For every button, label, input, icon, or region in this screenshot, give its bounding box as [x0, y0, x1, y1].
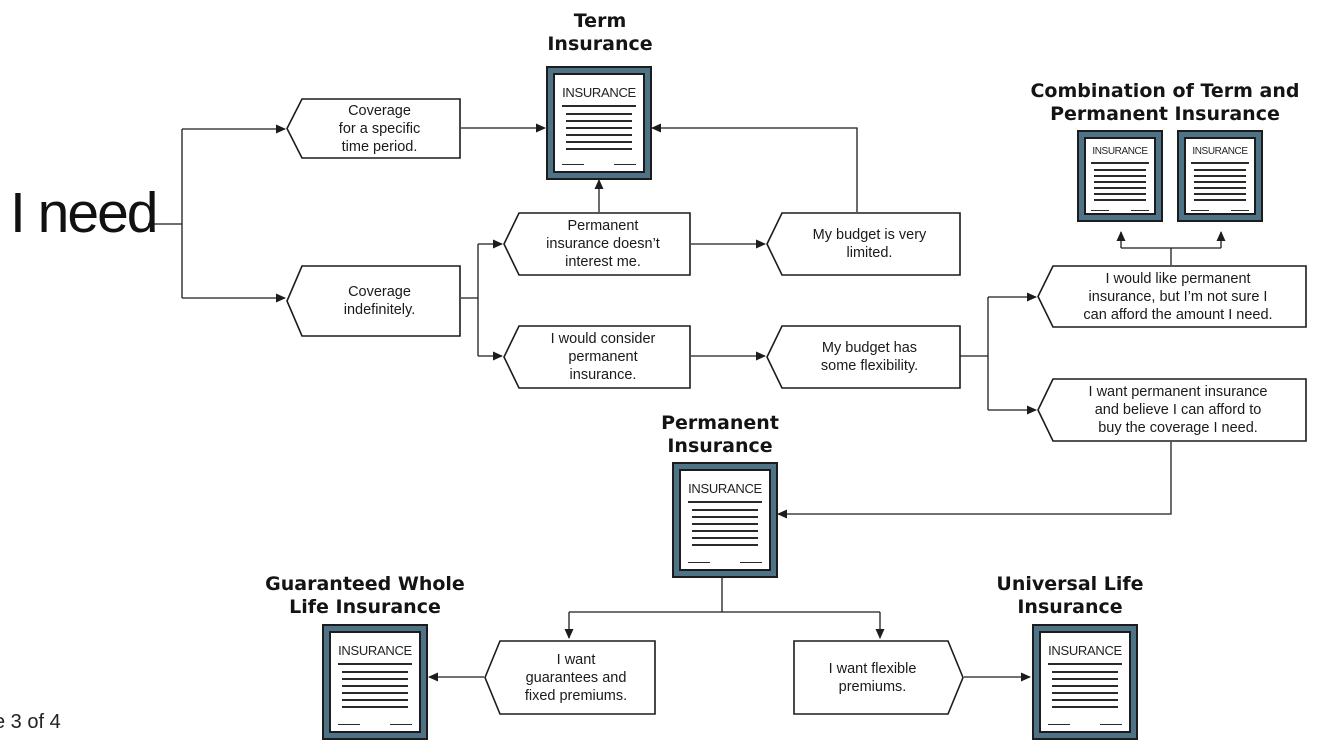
- box-text: My budget has some flexibility.: [820, 340, 919, 374]
- document-label: INSURANCE: [688, 481, 762, 496]
- combination-permanent-document: INSURANCE: [1177, 130, 1263, 222]
- box-text: I would consider permanent insurance.: [550, 331, 656, 383]
- box-text: My budget is very limited.: [812, 227, 927, 261]
- heading-permanent-insurance: Permanent Insurance: [661, 412, 779, 457]
- document-label: INSURANCE: [1092, 146, 1148, 157]
- box-text: I want guarantees and fixed premiums.: [524, 651, 628, 704]
- document-label: INSURANCE: [1048, 643, 1122, 658]
- box-can-afford: I want permanent insurance and believe I…: [1037, 378, 1307, 442]
- box-guarantees-fixed-premiums: I want guarantees and fixed premiums.: [484, 640, 656, 715]
- heading-universal-life-insurance: Universal Life Insurance: [996, 573, 1144, 618]
- start-label: I need: [10, 181, 158, 245]
- box-text: I want permanent insurance and believe I…: [1088, 384, 1268, 436]
- page-number: e 3 of 4: [0, 711, 61, 733]
- document-label: INSURANCE: [338, 643, 412, 658]
- box-budget-flexible: My budget has some flexibility.: [766, 325, 961, 389]
- whole-life-insurance-document: INSURANCE: [322, 624, 428, 740]
- box-consider-permanent: I would consider permanent insurance.: [503, 325, 691, 389]
- combination-term-document: INSURANCE: [1077, 130, 1163, 222]
- box-not-interested-permanent: Permanent insurance doesn’t interest me.: [503, 212, 691, 276]
- universal-life-insurance-document: INSURANCE: [1032, 624, 1138, 740]
- box-flexible-premiums: I want flexible premiums.: [793, 640, 964, 715]
- heading-term-insurance: Term Insurance: [547, 10, 653, 55]
- box-text: I want flexible premiums.: [828, 660, 917, 695]
- box-coverage-specific-period: Coverage for a specific time period.: [286, 98, 461, 159]
- heading-whole-life-insurance: Guaranteed Whole Life Insurance: [265, 573, 465, 618]
- box-budget-limited: My budget is very limited.: [766, 212, 961, 276]
- box-text: Permanent insurance doesn’t interest me.: [546, 218, 660, 270]
- box-not-sure-afford: I would like permanent insurance, but I’…: [1037, 265, 1307, 328]
- document-label: INSURANCE: [562, 85, 636, 100]
- box-coverage-indefinitely: Coverage indefinitely.: [286, 265, 461, 337]
- document-label: INSURANCE: [1192, 146, 1248, 157]
- term-insurance-document: INSURANCE: [546, 66, 652, 180]
- heading-combination-insurance: Combination of Term and Permanent Insura…: [1030, 80, 1300, 125]
- box-text: Coverage indefinitely.: [343, 284, 416, 318]
- permanent-insurance-document: INSURANCE: [672, 462, 778, 578]
- box-text: I would like permanent insurance, but I’…: [1083, 270, 1273, 323]
- box-text: Coverage for a specific time period.: [338, 102, 421, 155]
